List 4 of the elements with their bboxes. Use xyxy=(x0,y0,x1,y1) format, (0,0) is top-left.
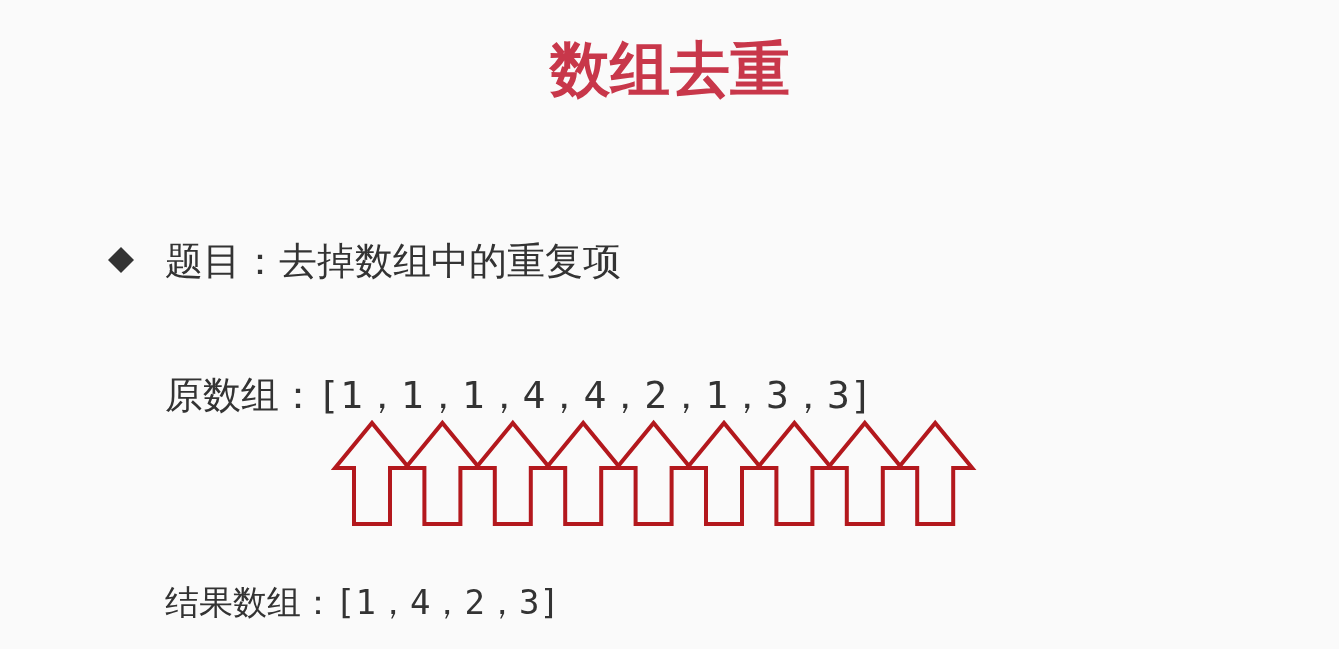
task-text: 题目：去掉数组中的重复项 xyxy=(165,238,621,285)
slide-title: 数组去重 xyxy=(548,33,791,106)
result-array-text: 结果数组：[1，4，2，3] xyxy=(165,581,560,624)
source-array-text: 原数组：[1，1，1，4，4，2，1，3，3] xyxy=(165,372,873,419)
